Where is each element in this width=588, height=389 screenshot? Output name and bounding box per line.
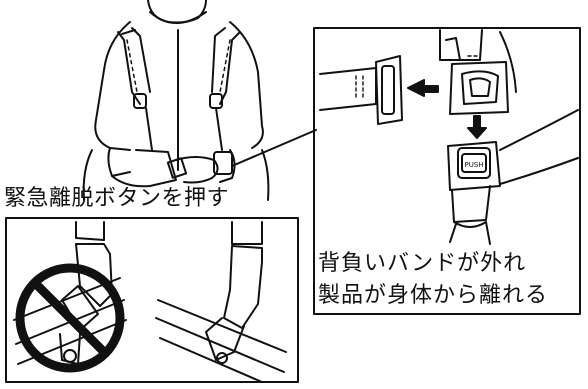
callout-line bbox=[231, 129, 317, 167]
release-caption-line2: 製品が身体から離れる bbox=[318, 283, 549, 308]
detail-panel bbox=[313, 27, 581, 315]
release-caption-line1: 背負いバンドが外れ bbox=[318, 251, 527, 276]
arrow-down-icon bbox=[467, 115, 487, 139]
arrow-left-icon bbox=[407, 79, 439, 97]
person-figure bbox=[82, 0, 270, 201]
released-buckle: PUSH bbox=[447, 109, 579, 245]
hand-panel bbox=[5, 217, 299, 383]
buckle-detail bbox=[319, 29, 517, 125]
harness-straps bbox=[117, 27, 241, 175]
prohibition-icon bbox=[15, 263, 125, 373]
press-button-caption: 緊急離脱ボタンを押す bbox=[4, 186, 230, 211]
push-button-label: PUSH bbox=[464, 161, 483, 169]
correct-grip bbox=[155, 221, 287, 383]
